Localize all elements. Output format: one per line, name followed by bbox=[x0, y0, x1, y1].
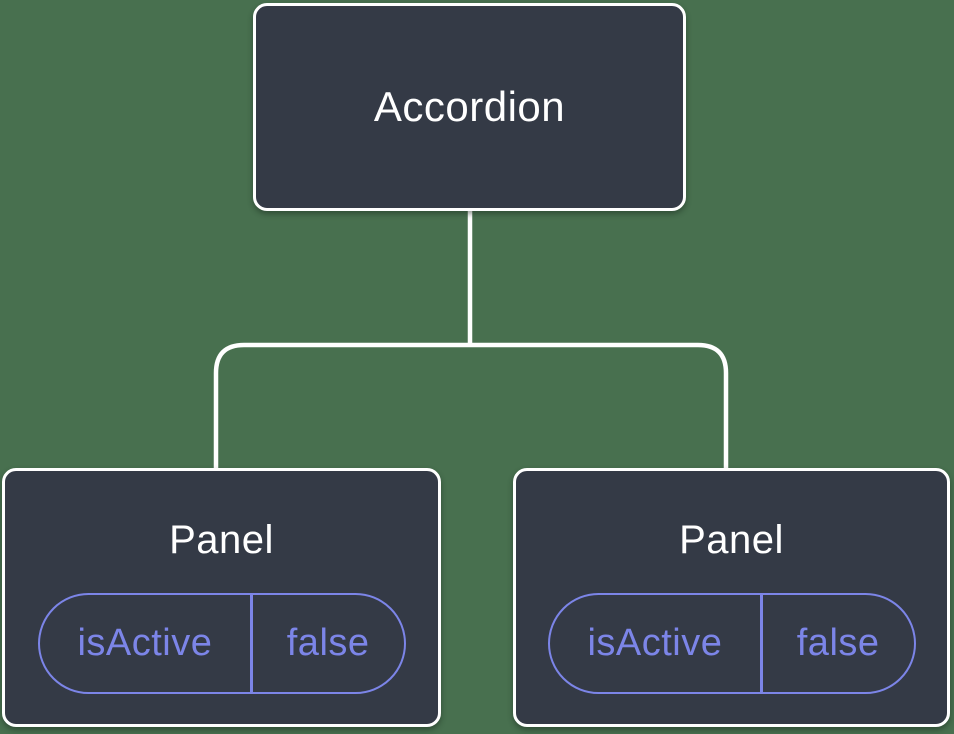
child-node-panel-left: Panel isActive false bbox=[2, 468, 441, 727]
panel-node-label: Panel bbox=[679, 518, 784, 562]
connector-branch bbox=[213, 342, 729, 475]
root-node-accordion: Accordion bbox=[253, 3, 686, 211]
state-pill: isActive false bbox=[547, 593, 916, 694]
panel-node-label: Panel bbox=[169, 518, 274, 562]
state-value: false bbox=[286, 622, 370, 664]
state-key: isActive bbox=[77, 622, 213, 664]
state-value: false bbox=[796, 622, 880, 664]
pill-divider bbox=[250, 595, 253, 692]
pill-divider bbox=[760, 595, 763, 692]
state-pill: isActive false bbox=[37, 593, 406, 694]
state-key: isActive bbox=[587, 622, 723, 664]
child-node-panel-right: Panel isActive false bbox=[513, 468, 950, 727]
root-node-label: Accordion bbox=[373, 83, 566, 130]
